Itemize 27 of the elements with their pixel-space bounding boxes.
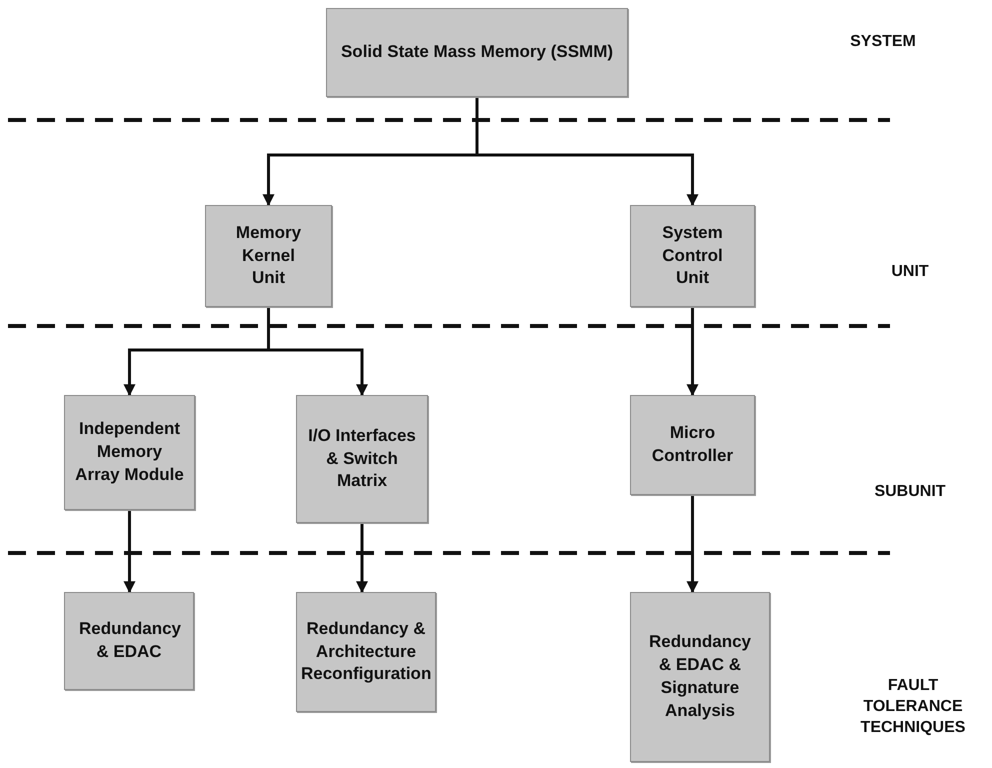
box-label: I/O Interfaces & Switch Matrix	[307, 424, 417, 492]
unit-box	[296, 592, 436, 712]
arrow	[356, 523, 368, 594]
box-label: Redundancy & EDAC	[79, 618, 179, 663]
arrow	[686, 495, 698, 594]
unit-box	[296, 395, 428, 523]
level-label: SYSTEM	[849, 32, 917, 52]
arrow	[124, 510, 136, 594]
unit-box	[326, 8, 628, 97]
level-label: UNIT	[890, 262, 930, 282]
unit-box	[64, 395, 195, 510]
box-label: Redundancy & Architecture Reconfiguration	[301, 618, 431, 686]
unit-box	[64, 592, 194, 690]
box-label: Redundancy & EDAC & Signature Analysis	[648, 631, 752, 722]
arrow	[476, 97, 698, 206]
arrow	[686, 307, 698, 396]
unit-box	[205, 205, 332, 307]
box-label: Solid State Mass Memory (SSMM)	[340, 41, 614, 64]
box-label: System Control Unit	[661, 222, 724, 290]
level-label: FAULT TOLERANCE TECHNIQUES	[860, 676, 966, 738]
box-label: Memory Kernel Unit	[234, 222, 302, 290]
box-label: Independent Memory Array Module	[74, 418, 185, 486]
unit-box	[630, 592, 770, 762]
unit-box	[630, 205, 755, 307]
unit-box	[630, 395, 755, 495]
box-label: Micro Controller	[650, 422, 734, 467]
level-label: SUBUNIT	[873, 482, 947, 502]
